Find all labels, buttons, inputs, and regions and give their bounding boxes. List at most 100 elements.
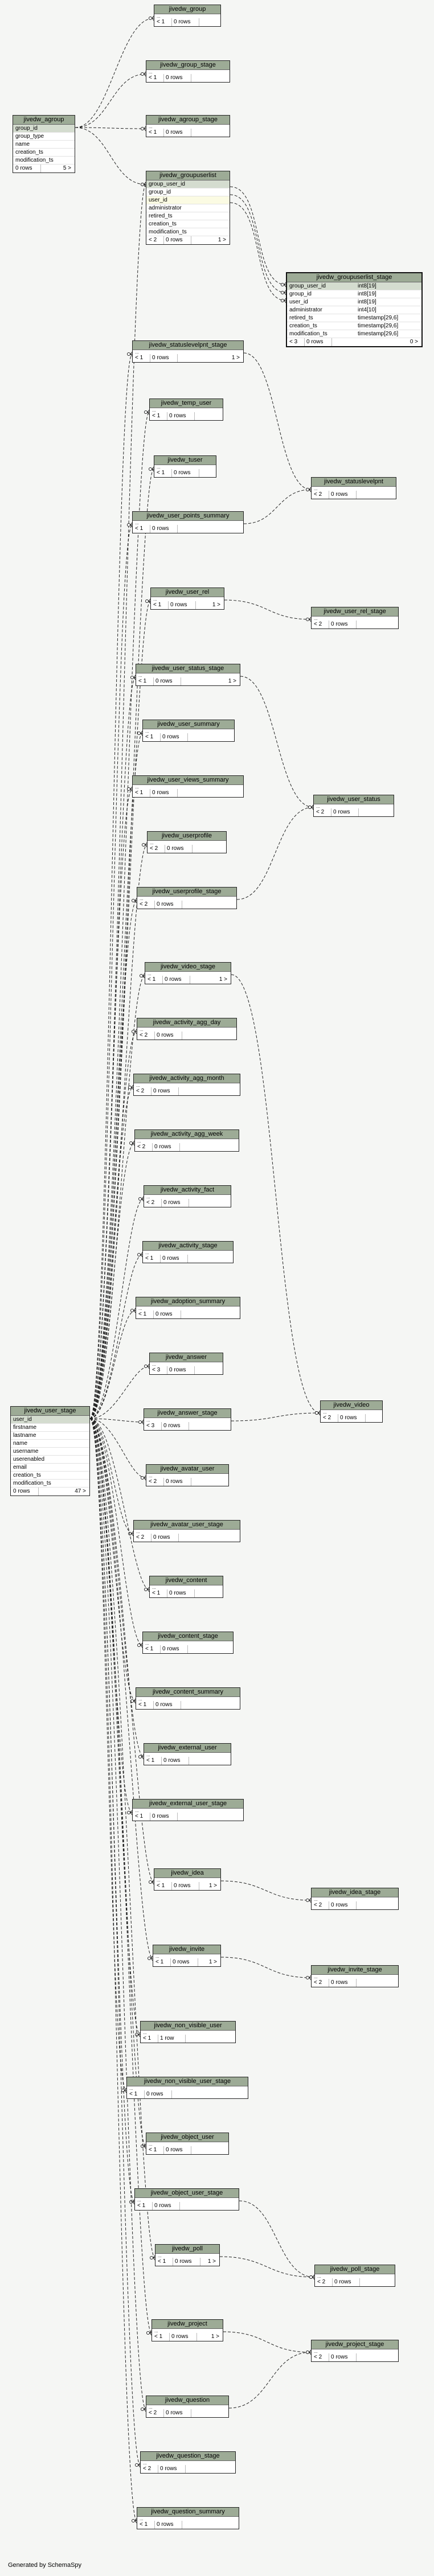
row-count: 0 rows [162, 1255, 179, 1262]
row-count: 0 rows [340, 1415, 357, 1421]
row-count: 0 rows [166, 237, 183, 243]
ellipsis-row: ... [314, 1897, 318, 1902]
column-name: user_id [149, 197, 167, 203]
row-count: 0 rows [169, 1590, 186, 1596]
ellipsis-row: ... [146, 1752, 150, 1757]
column-row: user_id [146, 196, 230, 204]
ellipsis-row: ... [316, 804, 320, 809]
user-stage-edge [89, 1418, 137, 2521]
ellipsis-row: ... [145, 729, 149, 734]
crowfoot-marker [129, 1140, 135, 1146]
ellipsis-row: ... [138, 673, 142, 678]
table-title: jivedw_video_stage [145, 963, 231, 972]
user-stage-edge [89, 788, 133, 1419]
ellipsis-row: ... [323, 1410, 327, 1415]
column-row: group_type [13, 133, 75, 141]
user-stage-edge [89, 469, 154, 1419]
table-title: jivedw_content [150, 1576, 223, 1585]
separator [152, 1143, 153, 1151]
relationship-edge [239, 2200, 315, 2278]
row-count: 0 rows [166, 1478, 183, 1485]
row-count: 0 rows [154, 1144, 171, 1150]
column-row: modification_ts [146, 228, 230, 236]
relationship-edge [220, 1957, 312, 1978]
column-name: creation_ts [289, 323, 317, 329]
column-type: timestamp[29,6] [358, 323, 399, 329]
column-name: retired_ts [149, 213, 173, 219]
table-title: jivedw_external_user [144, 1744, 231, 1753]
ellipsis-row: ... [155, 1954, 159, 1959]
ellipsis-row: ... [157, 465, 161, 470]
user-stage-edge [89, 1418, 144, 1757]
table-title: jivedw_user_rel [151, 588, 224, 597]
column-name: username [13, 1448, 39, 1455]
column-name: name [13, 1440, 28, 1447]
crowfoot-marker [127, 786, 133, 792]
parents-count: < 2 [314, 2354, 322, 2360]
parents-count: < 1 [152, 413, 161, 419]
crowfoot-marker [127, 351, 133, 357]
column-name: creation_ts [15, 149, 43, 155]
ellipsis-row: ... [135, 784, 139, 790]
parents-count: < 1 [137, 2203, 146, 2209]
